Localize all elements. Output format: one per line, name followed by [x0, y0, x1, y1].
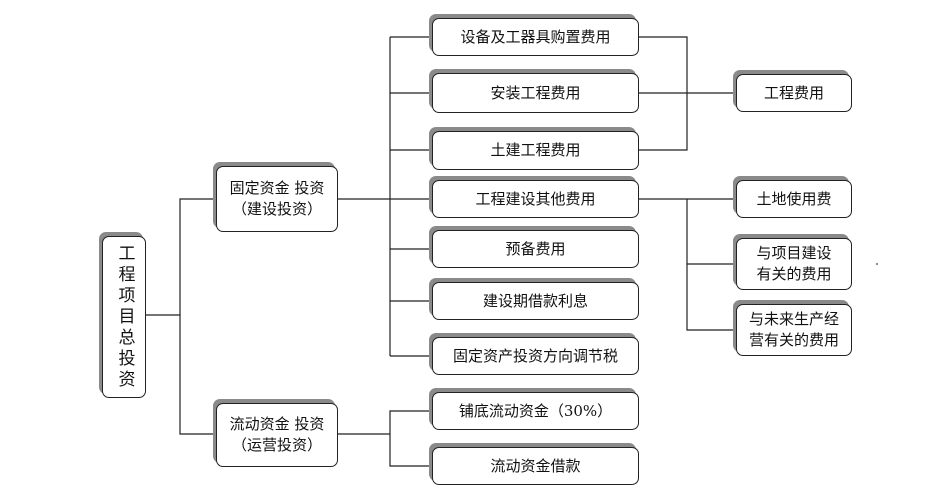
- project-construction-cost-box: 与项目建设 有关的费用: [736, 238, 852, 290]
- engineering-cost-box: 工程费用: [736, 74, 852, 112]
- future-production-cost-line2: 营有关的费用: [748, 331, 839, 349]
- fixed-investment-box: 固定资金 投资 （建设投资）: [216, 166, 338, 232]
- working-capital-label: 流动资金 投资: [229, 415, 325, 433]
- fixed-investment-label: 固定资金 投资: [229, 179, 325, 197]
- project-construction-cost-line2: 有关的费用: [756, 265, 832, 283]
- investment-regulation-tax-label: 固定资产投资方向调节税: [452, 346, 618, 365]
- equipment-cost-label: 设备及工器具购置费用: [460, 27, 611, 46]
- future-production-cost-line1: 与未来生产经: [748, 310, 839, 328]
- investment-regulation-tax-box: 固定资产投资方向调节税: [432, 337, 639, 375]
- fixed-investment-sublabel: （建设投资）: [231, 200, 322, 218]
- working-capital-loan-label: 流动资金借款: [490, 456, 581, 475]
- total-investment-label: 工程项目总投资: [114, 243, 135, 391]
- stray-dot: [876, 263, 878, 265]
- base-working-capital-label: 铺底流动资金（30%）: [458, 401, 613, 420]
- land-use-fee-label: 土地使用费: [756, 189, 832, 208]
- other-construction-cost-label: 工程建设其他费用: [475, 189, 596, 208]
- installation-cost-label: 安装工程费用: [490, 83, 581, 102]
- civil-works-cost-label: 土建工程费用: [490, 141, 581, 159]
- working-capital-loan-box: 流动资金借款: [432, 447, 639, 485]
- installation-cost-box: 安装工程费用: [432, 73, 639, 113]
- loan-interest-box: 建设期借款利息: [432, 282, 639, 320]
- civil-works-cost-box: 土建工程费用: [432, 131, 639, 170]
- working-capital-sublabel: （运营投资）: [231, 436, 322, 454]
- project-construction-cost-line1: 与项目建设: [756, 244, 832, 262]
- future-production-cost-box: 与未来生产经 营有关的费用: [736, 304, 852, 356]
- equipment-cost-box: 设备及工器具购置费用: [432, 18, 639, 56]
- loan-interest-label: 建设期借款利息: [482, 291, 588, 310]
- other-construction-cost-box: 工程建设其他费用: [432, 180, 639, 218]
- working-capital-box: 流动资金 投资 （运营投资）: [216, 403, 338, 467]
- total-investment-box: 工程项目总投资: [102, 236, 146, 398]
- engineering-cost-label: 工程费用: [763, 83, 824, 102]
- contingency-cost-box: 预备费用: [432, 230, 639, 268]
- land-use-fee-box: 土地使用费: [736, 180, 852, 218]
- base-working-capital-box: 铺底流动资金（30%）: [432, 392, 639, 430]
- contingency-cost-label: 预备费用: [505, 239, 566, 258]
